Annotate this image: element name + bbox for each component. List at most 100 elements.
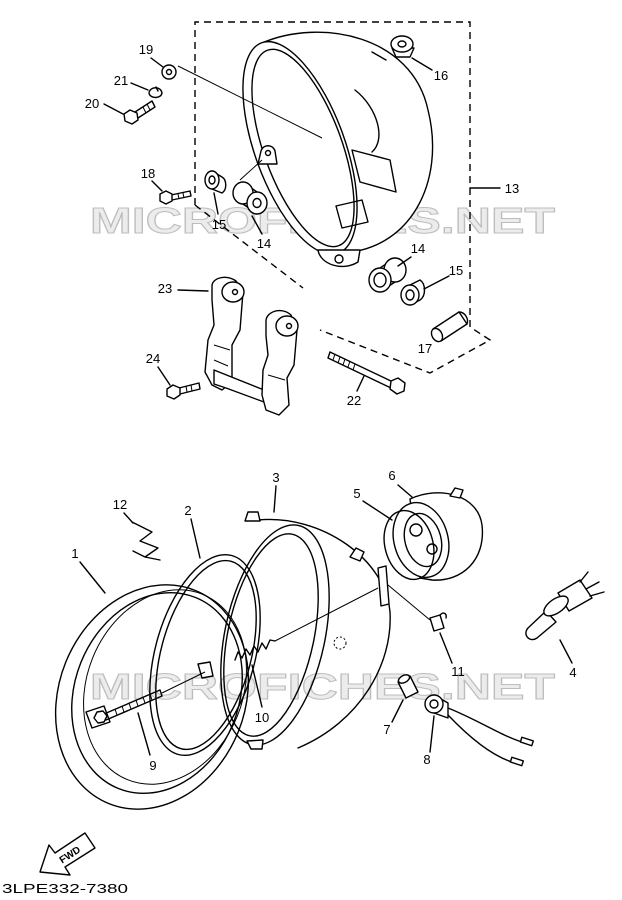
part-13-headlight-housing bbox=[177, 31, 501, 268]
leader-2 bbox=[190, 518, 201, 559]
bolt-thread bbox=[185, 384, 193, 393]
reflector-adjuster-tab bbox=[377, 565, 390, 607]
long-bolt-head bbox=[389, 377, 406, 395]
leader-19 bbox=[150, 57, 164, 68]
part-23-bracket bbox=[177, 276, 299, 416]
dashed-assembly-boundary bbox=[194, 21, 492, 374]
rim-inner-edge bbox=[71, 591, 243, 795]
leader-18 bbox=[151, 180, 163, 192]
part-19-washer bbox=[150, 57, 177, 80]
reflector-back-shell bbox=[257, 518, 391, 749]
callout-8: 8 bbox=[423, 752, 430, 767]
callout-15-upper: 15 bbox=[212, 217, 226, 232]
bulb-flange bbox=[543, 595, 569, 617]
callout-17: 17 bbox=[418, 341, 432, 356]
bushing-hole bbox=[252, 197, 262, 209]
housing-bottom-ear bbox=[317, 249, 361, 268]
socket-wire-2-terminal bbox=[509, 756, 525, 767]
part-15-collar-right bbox=[400, 275, 450, 306]
bracket-detail-lines bbox=[213, 344, 286, 381]
leader-21 bbox=[130, 82, 149, 91]
boundary-left-diagonal bbox=[194, 204, 304, 289]
bracket-right-hole bbox=[285, 322, 293, 330]
callout-14-right: 14 bbox=[411, 241, 425, 256]
mounting-axis-line bbox=[177, 65, 323, 139]
reflector-front-rim bbox=[220, 524, 330, 746]
callout-10: 10 bbox=[255, 710, 269, 725]
reflector-side-clip bbox=[349, 547, 365, 562]
leader-14-upper bbox=[251, 215, 263, 235]
watermark-lower: MICROFICHES.NET bbox=[90, 666, 555, 707]
leader-9 bbox=[137, 712, 151, 756]
part-11-clip bbox=[387, 584, 453, 664]
callout-15-right: 15 bbox=[449, 263, 463, 278]
reflector-lens bbox=[223, 533, 319, 737]
collar-hole bbox=[405, 289, 415, 301]
socket-wire-1 bbox=[447, 707, 523, 743]
leader-1 bbox=[79, 561, 106, 594]
callout-23: 23 bbox=[158, 281, 172, 296]
socket-ring-outline bbox=[383, 509, 435, 581]
part-5-socket-ring bbox=[362, 500, 435, 581]
wire-clip-body bbox=[131, 521, 161, 561]
part-14-bushing-right bbox=[368, 256, 412, 293]
housing-cutout-upper bbox=[351, 149, 397, 193]
part-9-adjusting-screw bbox=[93, 671, 206, 756]
part-18-screw bbox=[151, 180, 192, 205]
ring-outer bbox=[149, 553, 261, 757]
callout-18: 18 bbox=[141, 166, 155, 181]
leader-15-right bbox=[423, 275, 450, 290]
part-24-bolt bbox=[157, 366, 201, 400]
adjusting-screw-shaft bbox=[103, 689, 163, 721]
leader-4 bbox=[559, 639, 573, 664]
housing-side-ear-hole bbox=[264, 149, 272, 157]
ring-inner bbox=[155, 559, 257, 751]
callout-13: 13 bbox=[505, 181, 519, 196]
callout-3: 3 bbox=[272, 470, 279, 485]
leader-11 bbox=[439, 632, 453, 664]
callout-21: 21 bbox=[114, 73, 128, 88]
spring-coils bbox=[234, 639, 276, 661]
part-6-socket-cover bbox=[392, 484, 484, 581]
screw-shaft bbox=[170, 190, 192, 201]
housing-bottom-ear-hole bbox=[334, 254, 344, 264]
ear-axis-line bbox=[239, 159, 263, 181]
forward-direction-arrow: FWD bbox=[39, 832, 96, 876]
callout-22: 22 bbox=[347, 393, 361, 408]
cover-hole-1 bbox=[409, 523, 423, 537]
screw-axis-line bbox=[161, 671, 206, 694]
connector-end bbox=[397, 674, 411, 684]
callout-16: 16 bbox=[434, 68, 448, 83]
washer-hole bbox=[165, 68, 173, 76]
bushing-hole bbox=[373, 272, 387, 288]
callout-19: 19 bbox=[139, 42, 153, 57]
housing-cutout-lower bbox=[335, 199, 369, 229]
callout-24: 24 bbox=[146, 351, 160, 366]
leader-7 bbox=[391, 699, 404, 723]
bolt-thread bbox=[142, 103, 151, 114]
socket-face bbox=[424, 694, 444, 714]
bushing-front-face bbox=[246, 191, 268, 215]
bushing-front-face bbox=[368, 267, 392, 293]
leader-12 bbox=[123, 512, 134, 524]
grommet-hole bbox=[397, 40, 407, 48]
washer-body bbox=[161, 64, 177, 80]
socket-hole bbox=[429, 699, 439, 709]
leader-20 bbox=[103, 103, 124, 115]
leader-3 bbox=[273, 485, 277, 513]
callout-11: 11 bbox=[451, 664, 465, 679]
adjusting-screw-head bbox=[93, 710, 108, 724]
housing-inner-curve bbox=[354, 89, 380, 153]
spring-washer-slit bbox=[155, 86, 159, 92]
leader-14-right bbox=[397, 256, 412, 267]
callout-4: 4 bbox=[569, 665, 576, 680]
part-12-wire-clip bbox=[123, 512, 161, 561]
forward-arrow-icon bbox=[39, 832, 96, 876]
adjusting-screw-thread bbox=[114, 693, 153, 716]
bulb-prongs bbox=[579, 571, 605, 597]
callout-7: 7 bbox=[383, 722, 390, 737]
pin-end-face bbox=[430, 327, 444, 343]
callout-5: 5 bbox=[353, 486, 360, 501]
rim-depth-edge bbox=[83, 589, 247, 785]
screw-thread bbox=[177, 192, 185, 200]
